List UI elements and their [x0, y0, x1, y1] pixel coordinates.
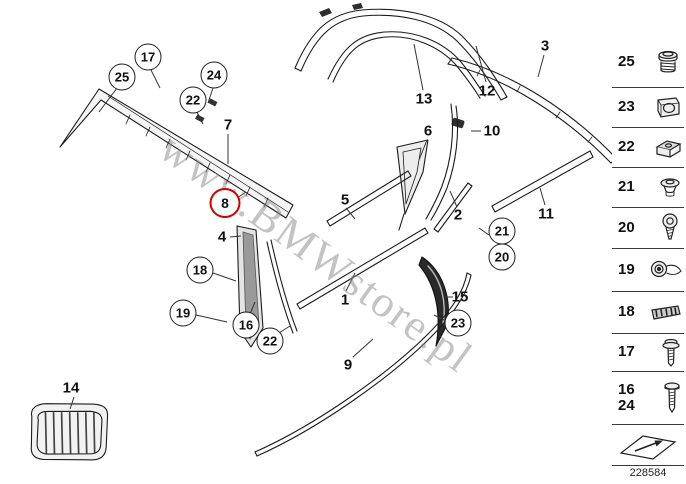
legend-item-number: 25	[618, 53, 635, 71]
part-quarter-trim	[396, 139, 429, 231]
washer-screw-icon	[659, 337, 683, 369]
callout-6[interactable]: 6	[423, 122, 433, 140]
legend-item-number: 23	[618, 98, 635, 116]
callout-8[interactable]: 8	[209, 188, 241, 218]
direction-arrow-icon	[619, 429, 677, 461]
flanged-bolt-icon	[653, 48, 683, 78]
callout-22b[interactable]: 22	[256, 327, 284, 355]
comb-bracket-icon	[649, 302, 683, 324]
callout-10[interactable]: 10	[483, 122, 501, 140]
callout-23[interactable]: 23	[444, 309, 472, 337]
callout-16[interactable]: 16	[232, 311, 260, 339]
legend-item-22[interactable]: 22	[612, 128, 684, 168]
callout-17[interactable]: 17	[134, 43, 162, 71]
legend-item-number: 19	[618, 260, 635, 278]
callout-5[interactable]: 5	[340, 191, 350, 209]
callout-1[interactable]: 1	[340, 291, 350, 309]
callout-12[interactable]: 12	[478, 82, 496, 100]
diagram-number: 228584	[629, 467, 667, 479]
part-frame-seal-outer	[294, 8, 508, 101]
callout-4[interactable]: 4	[217, 228, 227, 246]
legend-item-number: 18	[618, 303, 635, 321]
part-strip-5	[326, 170, 412, 227]
callout-14[interactable]: 14	[62, 379, 80, 397]
legend-item-17[interactable]: 17	[612, 334, 684, 372]
legend-item-25[interactable]: 25	[612, 38, 684, 88]
legend-item-number: 17	[618, 343, 635, 361]
callout-13[interactable]: 13	[415, 90, 433, 108]
legend-item-number: 21	[618, 178, 635, 196]
part-strip-2	[433, 182, 473, 233]
callout-24[interactable]: 24	[200, 61, 228, 89]
part-apex-clips	[319, 3, 363, 17]
callout-2[interactable]: 2	[453, 206, 463, 224]
part-windscreen-trim-strip	[59, 88, 294, 219]
part-lower-side-strip	[491, 150, 594, 213]
callout-3[interactable]: 3	[540, 37, 550, 55]
pan-screw-icon	[661, 381, 683, 415]
legend-direction-row	[612, 425, 684, 466]
callout-7[interactable]: 7	[223, 116, 233, 134]
callout-25[interactable]: 25	[108, 63, 136, 91]
part-sill-strip	[254, 272, 472, 457]
legend-item-number: 22	[618, 138, 635, 156]
legend-item-number: 20	[618, 218, 635, 236]
sealing-grommet-icon	[649, 257, 683, 283]
cage-nut-icon	[653, 94, 683, 122]
part-pillar-blade	[418, 256, 449, 347]
legend-item-18[interactable]: 18	[612, 292, 684, 334]
callout-19[interactable]: 19	[169, 299, 197, 327]
callout-11[interactable]: 11	[538, 205, 554, 223]
grommet-icon	[657, 175, 683, 201]
legend-item-20[interactable]: 20	[612, 208, 684, 249]
legend-item-23[interactable]: 23	[612, 88, 684, 128]
legend-item-21[interactable]: 21	[612, 168, 684, 208]
callout-20[interactable]: 20	[488, 243, 516, 271]
part-guide-strips	[266, 239, 298, 334]
torx-screw-icon	[657, 213, 683, 243]
callout-22a[interactable]: 22	[179, 86, 207, 114]
callout-9[interactable]: 9	[343, 356, 353, 374]
callout-21[interactable]: 21	[488, 217, 516, 245]
part-kidney-grille	[30, 403, 109, 461]
expansion-clip-icon	[653, 135, 683, 161]
part-corner-strip	[425, 103, 459, 221]
callout-15[interactable]: 15	[451, 288, 469, 306]
part-strip-1	[296, 227, 429, 310]
leader-lines	[69, 43, 546, 410]
part-frame-seal-inner	[327, 31, 486, 99]
legend-item-19[interactable]: 19	[612, 249, 684, 292]
callout-18[interactable]: 18	[186, 256, 214, 284]
